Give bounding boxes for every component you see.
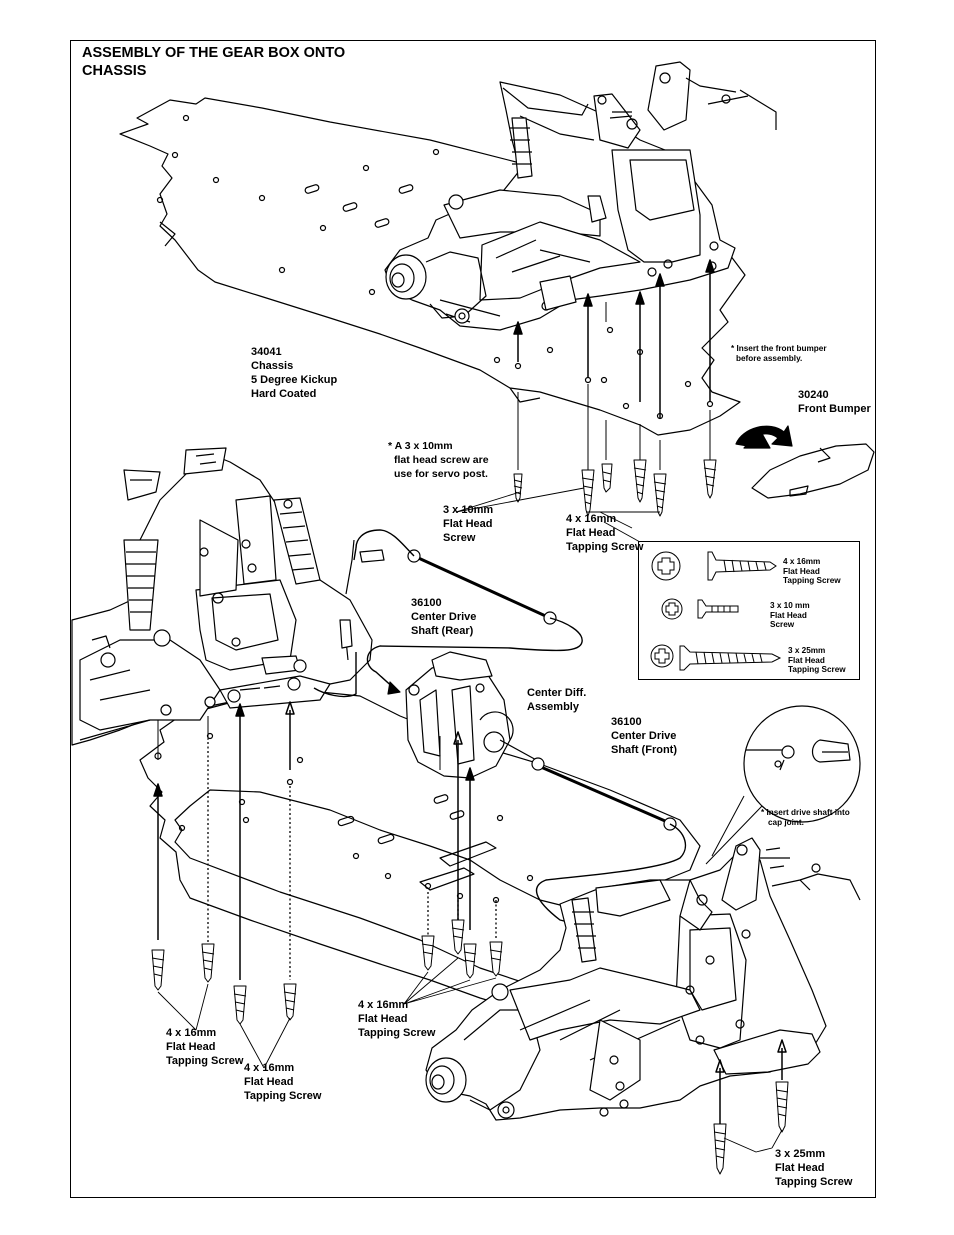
screw-3x10-line-3: Screw xyxy=(443,532,476,544)
legend-3x25-line-3: Tapping Screw xyxy=(788,665,846,674)
legend-3x25-line-2: Flat Head xyxy=(788,655,825,665)
screw-4x16-mid-label: 4 x 16mm Flat Head Tapping Screw xyxy=(244,1061,321,1103)
page-frame xyxy=(70,40,876,1198)
servo-note-line-3: use for servo post. xyxy=(394,468,488,480)
chassis-label: 34041 Chassis 5 Degree Kickup Hard Coate… xyxy=(251,345,337,401)
legend-3x25-icon xyxy=(650,644,782,671)
center-screws xyxy=(421,919,503,979)
upper-pointer-lines xyxy=(455,487,660,543)
lower-left-screws xyxy=(151,943,297,1025)
screw-3x10-label: 3 x 10mm Flat Head Screw xyxy=(443,503,493,545)
center-drive-rear-line-1: Center Drive xyxy=(411,611,477,623)
screw-3x10-line-1: 3 x 10mm xyxy=(443,504,494,516)
center-diff-label: Center Diff. Assembly xyxy=(527,686,586,714)
upper-screws xyxy=(513,459,717,517)
servo-post-note: * A 3 x 10mm flat head screw are use for… xyxy=(388,439,489,481)
screw-4x16-top-line-3: Tapping Screw xyxy=(566,541,644,553)
front-bumper-name: Front Bumper xyxy=(798,403,871,415)
center-drive-front-line-2: Shaft (Front) xyxy=(611,744,677,756)
front-bumper-note: * Insert the front bumper before assembl… xyxy=(731,344,827,364)
chassis-part-number: 34041 xyxy=(251,346,282,358)
legend-4x16-icon xyxy=(651,551,777,581)
page-title: ASSEMBLY OF THE GEAR BOX ONTO CHASSIS xyxy=(82,44,402,80)
legend-3x25-line-1: 3 x 25mm xyxy=(788,646,826,655)
front-bumper-note-line-2: before assembly. xyxy=(736,354,803,363)
screw-4x16-center-line-1: 4 x 16mm xyxy=(358,999,409,1011)
legend-3x10-label: 3 x 10 mm Flat Head Screw xyxy=(770,601,810,630)
center-drive-shaft-rear-label: 36100 Center Drive Shaft (Rear) xyxy=(411,596,476,638)
legend-icons xyxy=(650,551,782,671)
center-drive-rear-part-number: 36100 xyxy=(411,597,442,609)
front-bumper-part-number: 30240 xyxy=(798,389,829,401)
screw-4x16-top-line-1: 4 x 16mm xyxy=(566,513,617,525)
legend-4x16-line-3: Tapping Screw xyxy=(783,576,841,585)
rear-suspension-left xyxy=(71,447,385,746)
front-bumper-drawing xyxy=(735,425,875,499)
front-bumper-note-line-1: * Insert the front bumper xyxy=(731,344,827,353)
chassis-spec-1: 5 Degree Kickup xyxy=(251,374,338,386)
screw-4x16-left-label: 4 x 16mm Flat Head Tapping Screw xyxy=(166,1026,243,1068)
center-diff-line-1: Center Diff. xyxy=(527,687,587,699)
legend-3x10-line-3: Screw xyxy=(770,620,795,629)
legend-3x10-line-1: 3 x 10 mm xyxy=(770,601,810,610)
legend-4x16-line-2: Flat Head xyxy=(783,566,820,576)
legend-3x10-icon xyxy=(661,598,739,620)
drive-shaft-inset xyxy=(705,705,861,865)
legend-3x25-label: 3 x 25mm Flat Head Tapping Screw xyxy=(788,646,846,675)
screw-4x16-mid-line-3: Tapping Screw xyxy=(244,1090,322,1102)
screw-3x10-line-2: Flat Head xyxy=(443,518,493,530)
screw-3x25-line-1: 3 x 25mm xyxy=(775,1148,826,1160)
screw-4x16-top-label: 4 x 16mm Flat Head Tapping Screw xyxy=(566,512,643,554)
screw-4x16-center-line-3: Tapping Screw xyxy=(358,1027,436,1039)
screw-legend-box xyxy=(638,541,860,680)
legend-4x16-label: 4 x 16mm Flat Head Tapping Screw xyxy=(783,557,841,586)
center-screw-arrows xyxy=(439,731,475,930)
front-bumper-label: 30240 Front Bumper xyxy=(798,388,871,416)
center-drive-front-line-1: Center Drive xyxy=(611,730,677,742)
screw-4x16-left-line-3: Tapping Screw xyxy=(166,1055,244,1067)
screw-3x25-label: 3 x 25mm Flat Head Tapping Screw xyxy=(775,1147,852,1189)
servo-note-line-1: * A 3 x 10mm xyxy=(388,440,453,452)
center-drive-shaft-front-label: 36100 Center Drive Shaft (Front) xyxy=(611,715,677,757)
front-suspension-bottom xyxy=(425,837,861,1121)
center-diff-line-2: Assembly xyxy=(527,701,579,713)
screw-4x16-center-label: 4 x 16mm Flat Head Tapping Screw xyxy=(358,998,435,1040)
title-line-2: CHASSIS xyxy=(82,63,147,79)
drive-shaft-note: * Insert drive shaft into cap joint. xyxy=(761,808,850,828)
upper-screw-arrows xyxy=(513,259,715,470)
chassis-name: Chassis xyxy=(251,360,294,372)
chassis-plate-upper xyxy=(119,97,746,436)
legend-4x16-line-1: 4 x 16mm xyxy=(783,557,821,566)
screw-3x25-line-2: Flat Head xyxy=(775,1162,825,1174)
lower-right-screw-arrows xyxy=(715,1039,787,1124)
drive-shaft-note-line-2: cap joint. xyxy=(768,818,804,827)
screw-3x25-line-3: Tapping Screw xyxy=(775,1176,853,1188)
screw-4x16-left-line-2: Flat Head xyxy=(166,1041,216,1053)
servo-note-line-2: flat head screw are xyxy=(394,454,489,466)
center-diff-drawing xyxy=(405,651,541,779)
screw-4x16-mid-line-2: Flat Head xyxy=(244,1076,294,1088)
title-line-1: ASSEMBLY OF THE GEAR BOX ONTO xyxy=(82,45,346,61)
center-drive-front-part-number: 36100 xyxy=(611,716,642,728)
lower-left-screw-arrows xyxy=(153,701,295,980)
screw-4x16-top-line-2: Flat Head xyxy=(566,527,616,539)
screw-4x16-mid-line-1: 4 x 16mm xyxy=(244,1062,295,1074)
drive-shaft-note-line-1: * Insert drive shaft into xyxy=(761,808,850,817)
center-drive-rear-line-2: Shaft (Rear) xyxy=(411,625,474,637)
screw-4x16-left-line-1: 4 x 16mm xyxy=(166,1027,217,1039)
front-suspension-top xyxy=(384,61,777,331)
lower-right-screws xyxy=(713,1081,789,1175)
screw-4x16-center-line-2: Flat Head xyxy=(358,1013,408,1025)
chassis-spec-2: Hard Coated xyxy=(251,388,317,400)
legend-3x10-line-2: Flat Head xyxy=(770,610,807,620)
